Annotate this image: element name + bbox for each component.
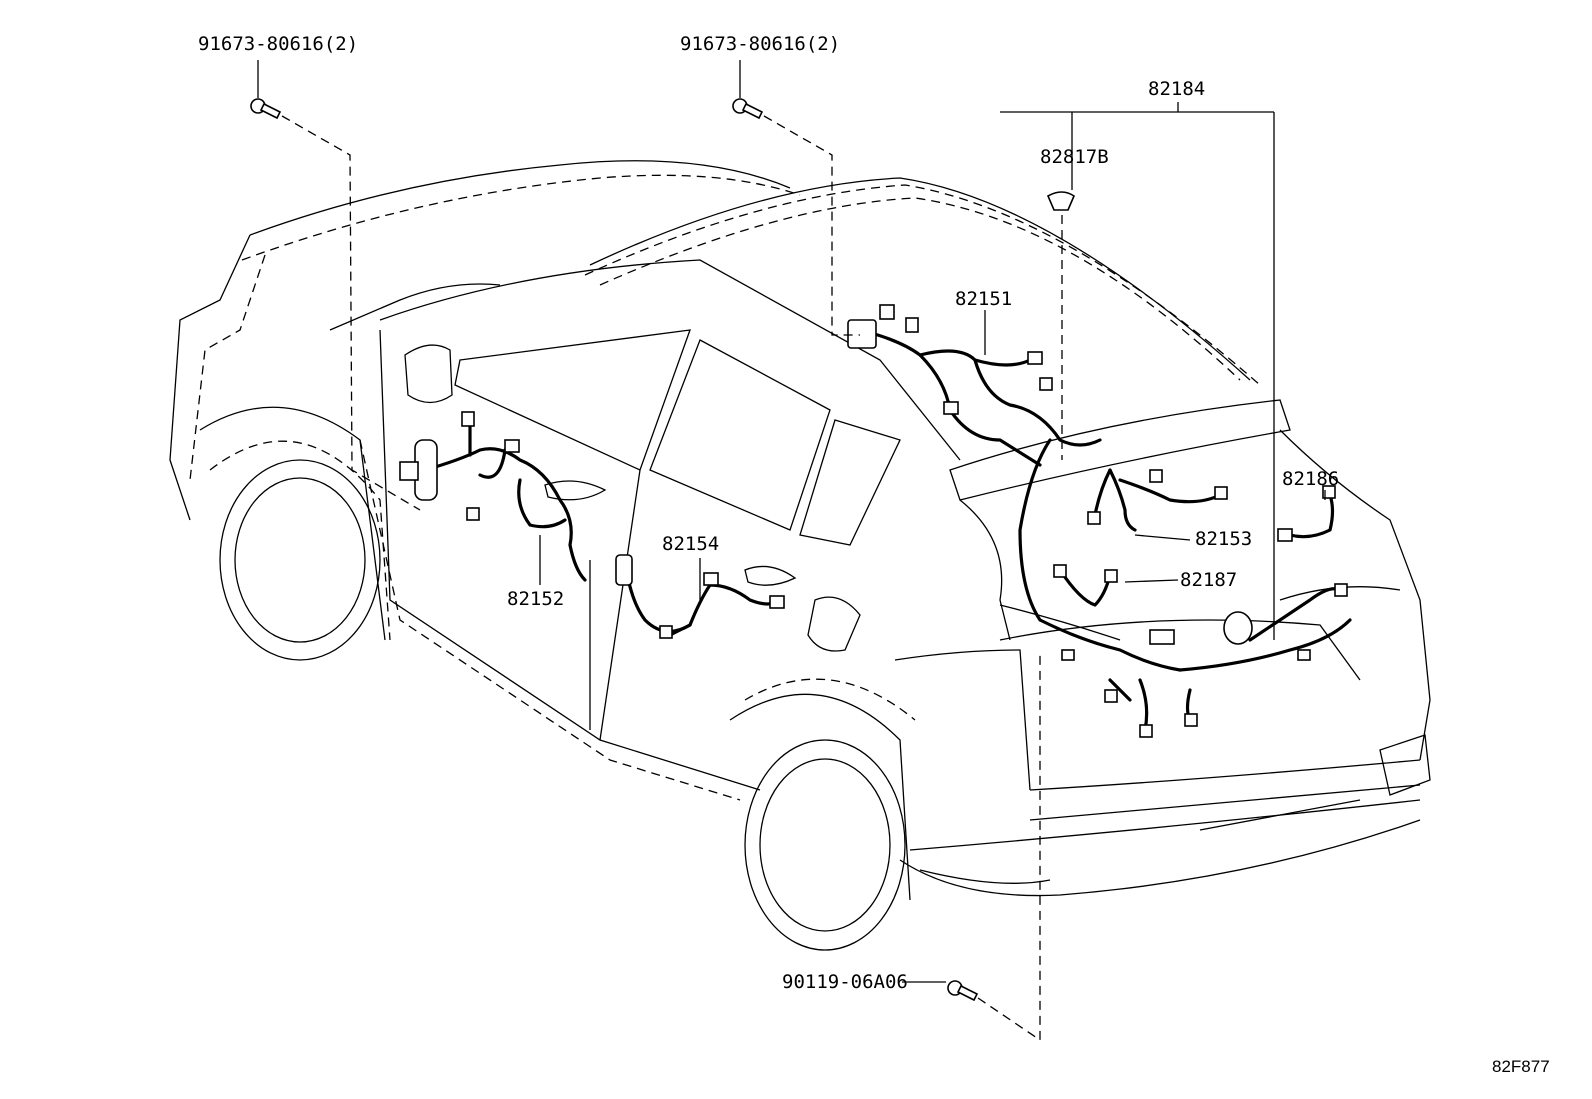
harness-82187 [1053,564,1118,607]
label-82187: 82187 [1180,569,1237,591]
label-82151: 82151 [955,288,1012,310]
bolt-icon-bottom [947,980,979,1002]
label-82817b: 82817B [1040,146,1109,168]
label-82184: 82184 [1148,78,1205,100]
figure-code: 82F877 [1492,1057,1550,1076]
label-bolt-center: 91673-80616(2) [680,33,840,55]
harness-82154 [615,554,785,639]
label-82186: 82186 [1282,468,1339,490]
harness-82151 [847,304,1102,467]
label-bolt-bottom: 90119-06A06 [782,971,908,993]
rear-wheel [729,678,916,951]
leader-lines [257,60,1326,1042]
harness-82184 [1018,438,1352,738]
front-wheel [199,406,391,661]
harness-82186 [1277,485,1336,542]
bolt-icon-center [732,98,764,120]
label-bolt-left: 91673-80616(2) [198,33,358,55]
label-82153: 82153 [1195,528,1252,550]
label-82154: 82154 [662,533,719,555]
harness-82152 [399,411,587,582]
vehicle-body-outline [169,160,1431,897]
label-82152: 82152 [507,588,564,610]
harness-82153 [1087,468,1228,532]
callout-labels: 91673-80616(2) 91673-80616(2) 82184 8281… [198,33,1550,1076]
bolt-icon-left [250,98,282,120]
part-82817b [1046,191,1075,211]
